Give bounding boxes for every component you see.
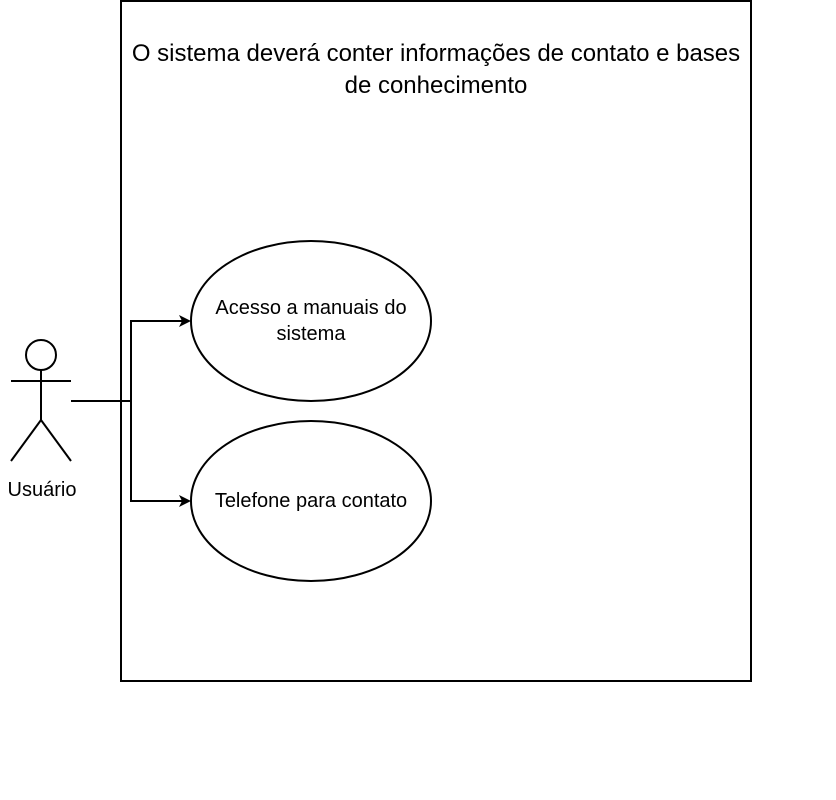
actor-label: Usuário — [7, 479, 77, 501]
actor-stick-figure — [10, 339, 72, 462]
use-case-text-manuais: Acesso a manuais do sistema — [215, 297, 407, 345]
association-arrow-manuais — [71, 315, 191, 402]
use-case-label-telefone: Telefone para contato — [191, 421, 431, 581]
system-title: O sistema deverá conter informações de c… — [131, 40, 741, 99]
use-case-ellipse-manuais — [190, 240, 432, 402]
use-case-ellipse-telefone — [190, 420, 432, 582]
use-case-text-telefone: Telefone para contato — [214, 490, 408, 512]
use-case-label-manuais: Acesso a manuais do sistema — [191, 241, 431, 401]
association-arrow-telefone — [71, 400, 191, 507]
actor-left-leg — [10, 419, 42, 462]
system-boundary — [120, 0, 752, 682]
actor-right-leg — [40, 419, 72, 462]
actor-head — [25, 339, 57, 371]
